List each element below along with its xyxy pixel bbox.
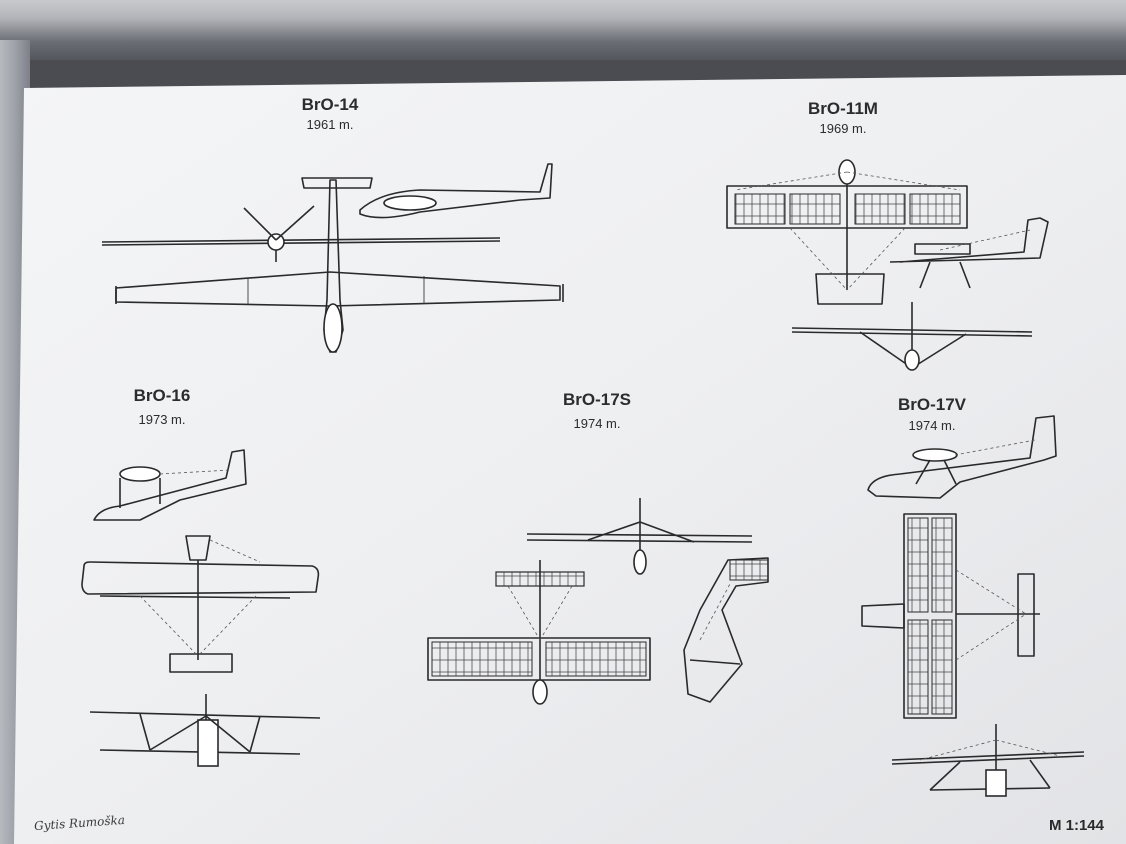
bro-16-name: BrO-16 (134, 386, 191, 405)
bro-16-drawing (81, 449, 321, 767)
bro-11m-drawing (726, 159, 1049, 371)
bro-17s-drawing (427, 498, 769, 705)
bro-17s-name: BrO-17S (563, 390, 631, 409)
bro-16-year: 1973 m. (139, 412, 186, 427)
scale-label: M 1:144 (1048, 817, 1104, 834)
bro-17s-year: 1974 m. (574, 416, 621, 431)
bro-11m-name: BrO-11M (808, 99, 878, 118)
paper-sheet (14, 75, 1126, 844)
bro-11m-year: 1969 m. (820, 121, 867, 136)
bro-14-year: 1961 m. (307, 117, 354, 132)
bro-14-drawing (101, 163, 564, 353)
background-shadow (0, 0, 1126, 60)
bro-14-name: BrO-14 (302, 95, 359, 114)
bro-17v-year: 1974 m. (909, 418, 956, 433)
bro-17v-name: BrO-17V (898, 395, 967, 414)
bro-17v-drawing (861, 415, 1085, 797)
